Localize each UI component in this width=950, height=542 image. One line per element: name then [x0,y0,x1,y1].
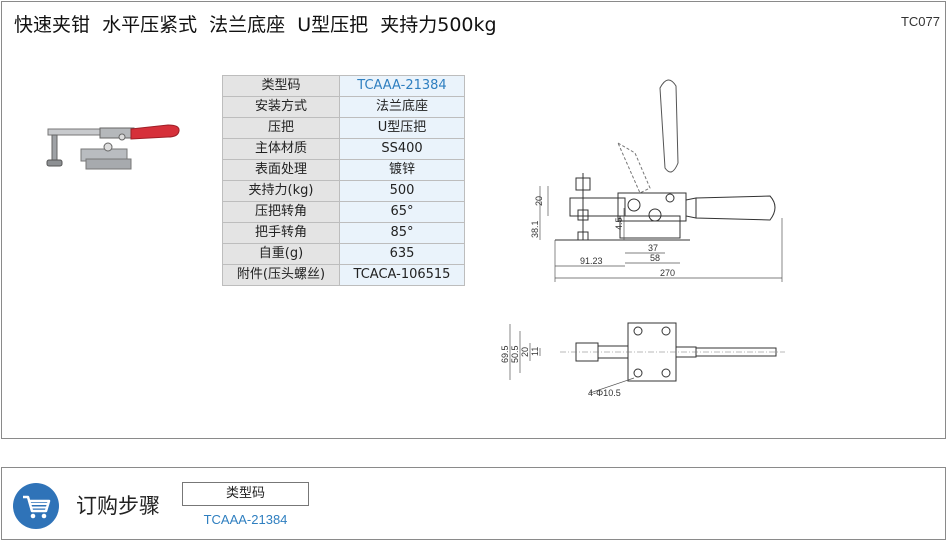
spec-value: TCACA-106515 [339,264,465,286]
page-title: 快速夹钳 水平压紧式 法兰底座 U型压把 夹持力500kg [14,14,497,36]
table-row: 表面处理镀锌 [222,159,465,181]
dim-11: 11 [530,347,540,356]
order-panel [1,467,946,540]
spec-label: 自重(g) [222,243,340,265]
dim-38-1: 38.1 [530,220,540,238]
spec-label: 夹持力(kg) [222,180,340,202]
product-panel [1,1,946,439]
dim-20b: 20 [520,347,530,357]
dim-holes: 4-Φ10.5 [588,388,621,398]
spec-value: U型压把 [339,117,465,139]
product-photo [46,124,180,170]
spec-value: 85° [339,222,465,244]
dim-270: 270 [660,268,675,278]
spec-value: 500 [339,180,465,202]
type-code-label: 类型码 [182,482,309,506]
spec-value: SS400 [339,138,465,160]
spec-label: 安装方式 [222,96,340,118]
cart-icon [13,483,59,529]
dim-69-5: 69.5 [500,345,510,363]
dim-91-23: 91.23 [580,256,603,266]
spec-label: 表面处理 [222,159,340,181]
order-steps-title: 订购步骤 [76,494,160,518]
dim-50-5: 50.5 [510,345,520,363]
dim-58: 58 [650,253,660,263]
spec-value: 法兰底座 [339,96,465,118]
table-row: 附件(压头螺丝)TCACA-106515 [222,264,465,286]
spec-label: 主体材质 [222,138,340,160]
spec-value: 635 [339,243,465,265]
dim-37: 37 [648,243,658,253]
spec-label: 附件(压头螺丝) [222,264,340,286]
spec-label: 压把 [222,117,340,139]
spec-value: 镀锌 [339,159,465,181]
spec-label: 压把转角 [222,201,340,223]
spec-value: TCAAA-21384 [339,75,465,97]
table-row: 夹持力(kg)500 [222,180,465,202]
dim-20: 20 [534,196,544,206]
spec-label: 把手转角 [222,222,340,244]
type-code-value: TCAAA-21384 [203,512,288,527]
spec-value: 65° [339,201,465,223]
product-code: TC077 [900,14,940,29]
dim-4-5: 4.5 [614,217,624,230]
table-row: 自重(g)635 [222,243,465,265]
spec-label: 类型码 [222,75,340,97]
technical-drawing: 20 38.1 4.5 37 58 91.23 270 69.5 50.5 20… [500,79,785,398]
table-row: 安装方式法兰底座 [222,96,465,118]
